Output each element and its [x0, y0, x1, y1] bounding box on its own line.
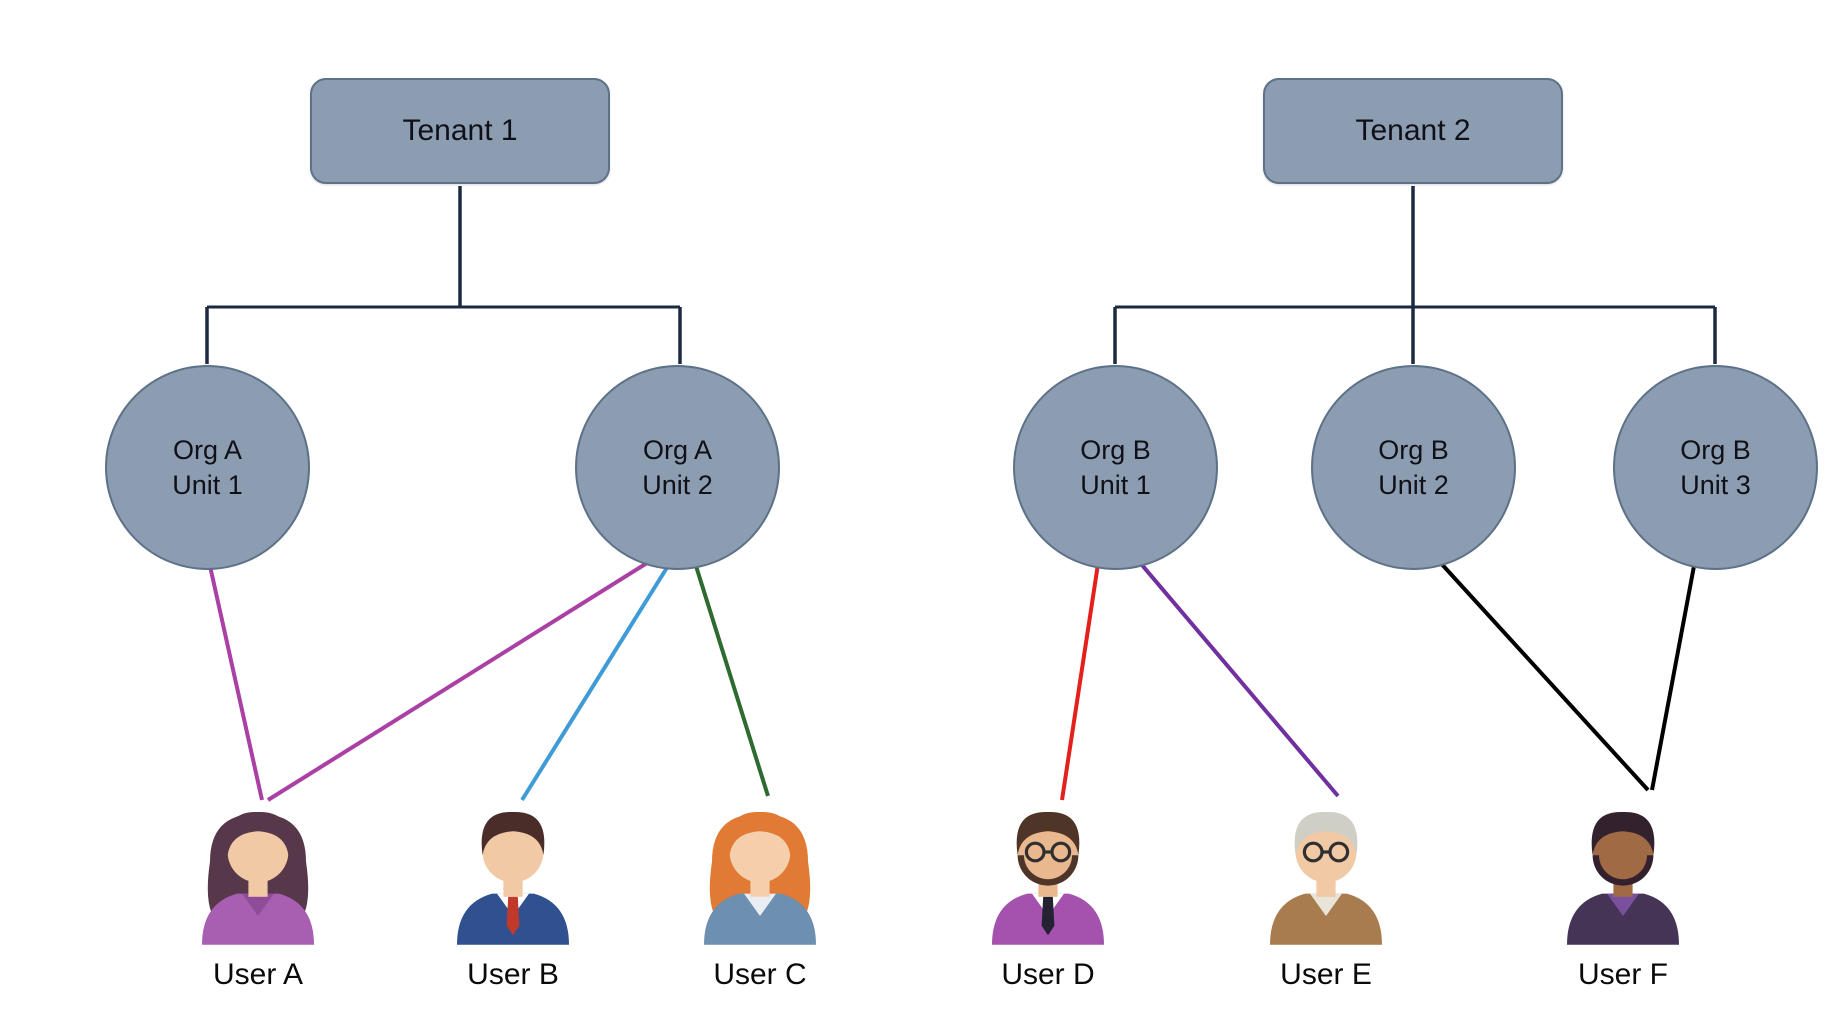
org-b-unit-1-label-line2: Unit 1 [1080, 469, 1151, 500]
link-orgB1-userE [1134, 556, 1340, 798]
tenant-1-node: Tenant 1 [310, 78, 610, 184]
user-e-avatar [1246, 788, 1406, 948]
user-f-avatar [1543, 788, 1703, 948]
link-orgA1-userA [208, 565, 264, 801]
user-a-item: User A [178, 788, 338, 992]
org-b-unit-3-node: Org B Unit 3 [1613, 365, 1818, 570]
org-b-unit-3-label-line1: Org B [1680, 434, 1751, 465]
org-a-unit-1-label-line1: Org A [172, 434, 243, 465]
user-a-label: User A [212, 958, 304, 991]
user-e-item: User E [1246, 788, 1406, 992]
link-orgA2-userA [266, 556, 657, 802]
user-b-item: User B [433, 788, 593, 992]
user-f-label: User F [1578, 958, 1668, 991]
org-b-unit-2-label-line2: Unit 2 [1378, 469, 1449, 500]
user-c-label: User C [713, 958, 807, 991]
link-orgB1-userD [1060, 563, 1100, 801]
link-orgA2-userB [520, 564, 670, 802]
org-a-unit-2-label-line2: Unit 2 [642, 469, 713, 500]
org-a-unit-1-node: Org A Unit 1 [105, 365, 310, 570]
user-b-avatar [433, 788, 593, 948]
org-a-unit-1-label-line2: Unit 1 [172, 469, 243, 500]
user-f-item: User F [1543, 788, 1703, 992]
link-orgA2-userC [694, 565, 770, 797]
org-a-unit-2-label-line1: Org A [642, 434, 713, 465]
user-a-avatar [178, 788, 338, 948]
link-orgB3-userF [1650, 565, 1696, 791]
tenant-2-label: Tenant 2 [1355, 114, 1471, 147]
org-b-unit-1-node: Org B Unit 1 [1013, 365, 1218, 570]
org-b-unit-2-label-line1: Org B [1378, 434, 1449, 465]
org-b-unit-3-label-line2: Unit 3 [1680, 469, 1751, 500]
user-c-item: User C [680, 788, 840, 992]
tenant-2-node: Tenant 2 [1263, 78, 1563, 184]
user-d-label: User D [1001, 958, 1095, 991]
user-d-item: User D [968, 788, 1128, 992]
user-b-label: User B [467, 958, 559, 991]
link-orgB2-userF [1436, 558, 1650, 792]
user-e-label: User E [1280, 958, 1372, 991]
org-a-unit-2-node: Org A Unit 2 [575, 365, 780, 570]
tenant-1-label: Tenant 1 [402, 114, 518, 147]
org-b-unit-2-node: Org B Unit 2 [1311, 365, 1516, 570]
user-d-avatar [968, 788, 1128, 948]
user-c-avatar [680, 788, 840, 948]
org-b-unit-1-label-line1: Org B [1080, 434, 1151, 465]
